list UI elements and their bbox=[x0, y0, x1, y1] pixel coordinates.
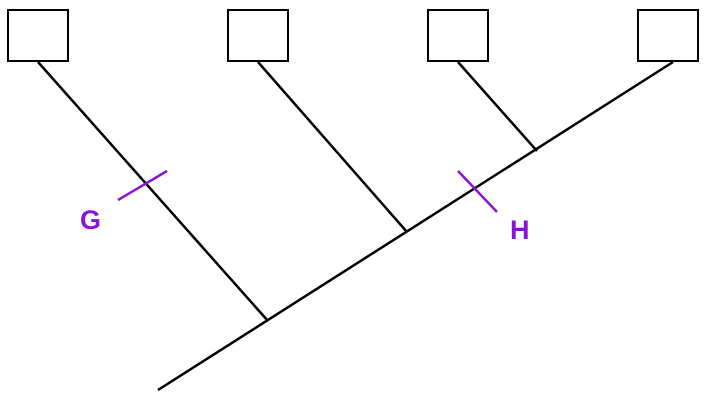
mark-h-tick bbox=[457, 170, 498, 213]
branch-taxon-2 bbox=[257, 61, 408, 233]
mark-g-tick bbox=[117, 169, 168, 202]
mark-g-label: G bbox=[80, 205, 101, 235]
taxon-box-1 bbox=[7, 9, 69, 62]
taxon-box-4 bbox=[637, 9, 699, 62]
taxon-box-3 bbox=[427, 9, 489, 62]
main-trunk bbox=[157, 60, 674, 392]
branch-taxon-1 bbox=[37, 61, 269, 322]
taxon-box-2 bbox=[227, 9, 289, 62]
branch-taxon-3 bbox=[457, 61, 538, 152]
mark-h-label: H bbox=[510, 215, 530, 245]
